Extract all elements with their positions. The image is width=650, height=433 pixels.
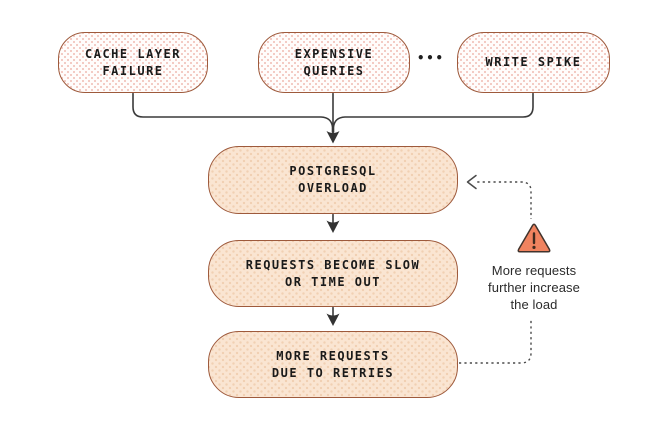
node-write-spike: WRITE SPIKE [457,32,610,93]
node-label-line: QUERIES [303,63,365,78]
node-label-line: REQUESTS BECOME SLOW [245,257,421,272]
node-label-line: EXPENSIVE [294,46,374,61]
node-label-line: OVERLOAD [298,181,368,195]
node-label-line: WRITE SPIKE [485,55,582,69]
feedback-note-line: the load [510,297,558,312]
feedback-dashed-path [459,181,532,364]
node-label-line: MORE REQUESTS [276,348,390,363]
feedback-note-line: More requests [491,263,577,278]
node-label-line: POSTGRESQL [289,164,377,178]
feedback-note-text: More requests further increase the load [488,262,580,313]
node-more-requests-retries: MORE REQUESTS DUE TO RETRIES [208,331,458,398]
connector-cause3 [332,92,534,133]
node-label-line: DUE TO RETRIES [271,365,395,380]
connector-cause1 [132,92,334,133]
feedback-annotation: More requests further increase the load [478,219,590,318]
node-postgresql-overload: POSTGRESQL OVERLOAD [208,146,458,214]
node-expensive-queries: EXPENSIVE QUERIES [258,32,410,93]
node-label-line: OR TIME OUT [285,274,381,289]
feedback-arrowhead [466,174,477,190]
node-label-line: FAILURE [102,63,164,78]
feedback-note-line: further increase [488,280,580,295]
node-requests-slow: REQUESTS BECOME SLOW OR TIME OUT [208,240,458,307]
node-label-line: CACHE LAYER [85,46,181,61]
arrowhead-into-effect2 [326,220,340,233]
node-cache-layer-failure: CACHE LAYER FAILURE [58,32,208,93]
more-causes-ellipsis: ••• [417,51,445,65]
warning-icon [517,223,551,253]
arrowhead-into-effect1 [326,131,340,144]
arrowhead-into-effect3 [326,313,340,326]
